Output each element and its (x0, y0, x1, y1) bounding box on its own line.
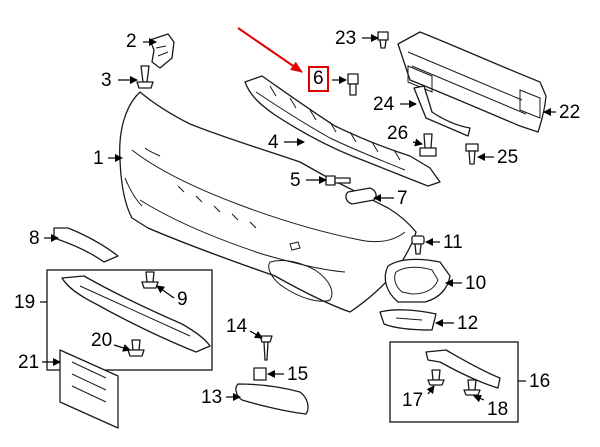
highlight-arrow (237, 27, 303, 73)
callout-11: 11 (443, 232, 463, 253)
callout-25: 25 (497, 147, 519, 168)
leader-18 (473, 394, 485, 403)
part-support-bracket (425, 349, 501, 389)
part-bolt-23 (377, 31, 389, 49)
callout-17: 17 (402, 390, 424, 411)
callout-18: 18 (487, 399, 509, 420)
part-clip-18 (463, 379, 481, 396)
part-energy-absorber (244, 75, 441, 187)
part-bolt-6 (347, 73, 359, 96)
part-license-bracket (59, 349, 119, 429)
part-stud-26 (419, 133, 437, 157)
part-bumper-cover (119, 91, 417, 313)
callout-10: 10 (465, 273, 487, 294)
leader-17 (426, 385, 435, 395)
callout-26: 26 (387, 123, 409, 144)
callout-13: 13 (201, 387, 223, 408)
callout-3: 3 (101, 70, 112, 91)
group-box-19 (46, 269, 213, 371)
part-fastener-3 (136, 65, 154, 89)
part-bolt-5 (325, 175, 351, 186)
part-trim-strip (53, 227, 119, 263)
callout-15: 15 (287, 364, 309, 385)
callout-24: 24 (373, 94, 395, 115)
callout-8: 8 (29, 228, 40, 249)
callout-1: 1 (93, 148, 104, 169)
part-mounting-bracket (413, 85, 471, 137)
callout-5: 5 (290, 170, 301, 191)
callout-4: 4 (268, 132, 279, 153)
callout-16: 16 (529, 371, 551, 392)
callout-22: 22 (559, 102, 581, 123)
part-clip-17 (427, 369, 445, 386)
callout-14: 14 (226, 316, 248, 337)
part-fog-bezel (384, 258, 451, 303)
part-lower-valance (61, 275, 211, 353)
part-clip-20 (127, 339, 145, 357)
part-bolt-25 (465, 143, 479, 165)
callout-6-highlighted: 6 (308, 66, 329, 92)
leader-9 (156, 285, 175, 299)
part-trim-bezel (379, 309, 437, 331)
callout-21: 21 (18, 352, 40, 373)
callout-12: 12 (457, 313, 479, 334)
leader-20 (113, 344, 131, 352)
part-clip-15 (253, 367, 267, 381)
part-clip-9 (141, 271, 159, 289)
callout-7: 7 (397, 188, 408, 209)
callout-20: 20 (91, 330, 113, 351)
callout-2: 2 (126, 31, 137, 52)
callout-19: 19 (14, 292, 36, 313)
group-box-16 (389, 341, 519, 423)
callout-9: 9 (177, 289, 188, 310)
part-screw-14 (259, 335, 273, 361)
leader-14 (249, 330, 263, 339)
part-bolt-11 (411, 235, 425, 255)
leader-26 (412, 138, 423, 147)
part-bracket (149, 33, 175, 69)
callout-23: 23 (335, 28, 357, 49)
part-reflector-trim (235, 383, 309, 415)
part-impact-bar (397, 31, 547, 133)
